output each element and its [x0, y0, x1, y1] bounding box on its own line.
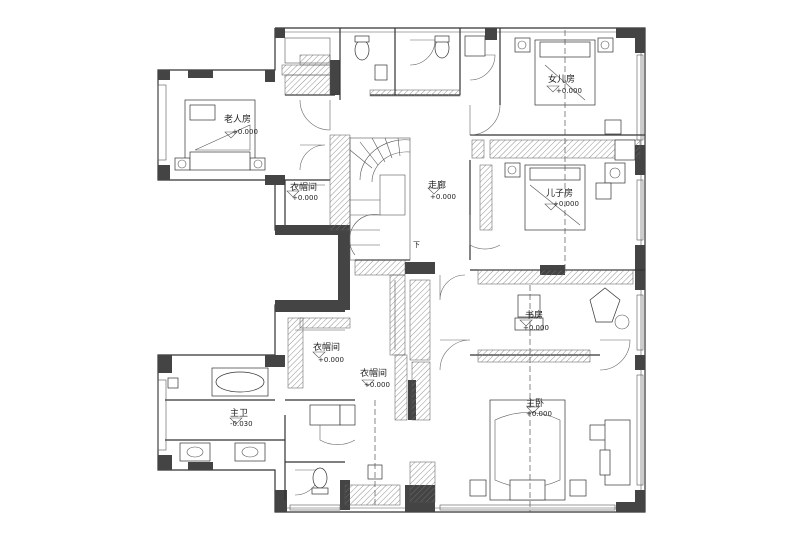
corridor-level: +0.000: [430, 193, 456, 201]
cloakroom-3-name: 衣帽间: [360, 367, 387, 379]
son-room-name: 儿子房: [546, 187, 573, 199]
cloakroom-1-name: 衣帽间: [290, 181, 317, 193]
daughter-room-level: +0.000: [556, 87, 582, 95]
staircase: [349, 137, 411, 261]
stair-down-mark: 下: [413, 241, 420, 249]
elder-room-level: +0.000: [232, 128, 258, 136]
windows: [157, 54, 644, 511]
axis-lines: [374, 30, 566, 512]
cloakroom-2-name: 衣帽间: [313, 341, 340, 353]
cloakroom-2-level: +0.000: [318, 356, 344, 364]
elder-room-name: 老人房: [224, 113, 251, 125]
master-bedroom-name: 主卧: [526, 397, 544, 409]
level-markers: [224, 85, 560, 425]
master-bedroom-level: +0.000: [526, 410, 552, 418]
cloakroom-3-level: +0.000: [364, 381, 390, 389]
corridor-name: 走廊: [428, 179, 446, 191]
interior-walls: [165, 28, 645, 506]
study-level: +0.000: [523, 324, 549, 332]
cloakroom-1-level: +0.000: [292, 194, 318, 202]
son-room-level: +0.000: [553, 200, 579, 208]
furniture: [167, 35, 636, 501]
daughter-room-name: 女儿房: [548, 73, 575, 85]
study-name: 书房: [525, 309, 543, 321]
master-bath-level: -0.030: [230, 420, 253, 428]
room-labels: 老人房 +0.000 女儿房 +0.000 儿子房 +0.000 走廊 +0.0…: [224, 73, 582, 428]
master-bath-name: 主卫: [230, 407, 248, 419]
